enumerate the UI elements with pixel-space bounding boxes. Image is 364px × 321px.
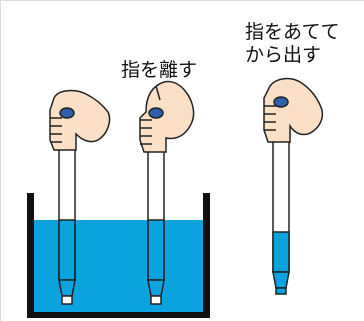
hand-icon — [139, 80, 195, 153]
pipette-icon — [58, 111, 76, 305]
caption-release-finger: 指を離す — [121, 59, 198, 81]
beaker-icon — [27, 193, 210, 318]
hand-icon — [263, 77, 324, 143]
pipette-icon — [272, 101, 290, 295]
hand-icon — [49, 89, 111, 151]
pipette-icon — [147, 111, 165, 305]
caption-cover-line2: から出す — [245, 44, 322, 66]
pipette-in-water-held — [49, 89, 111, 305]
pipette-lifted-out — [263, 77, 324, 295]
pipette-finger-released — [139, 80, 195, 305]
caption-cover-line1: 指をあてて — [245, 21, 340, 43]
